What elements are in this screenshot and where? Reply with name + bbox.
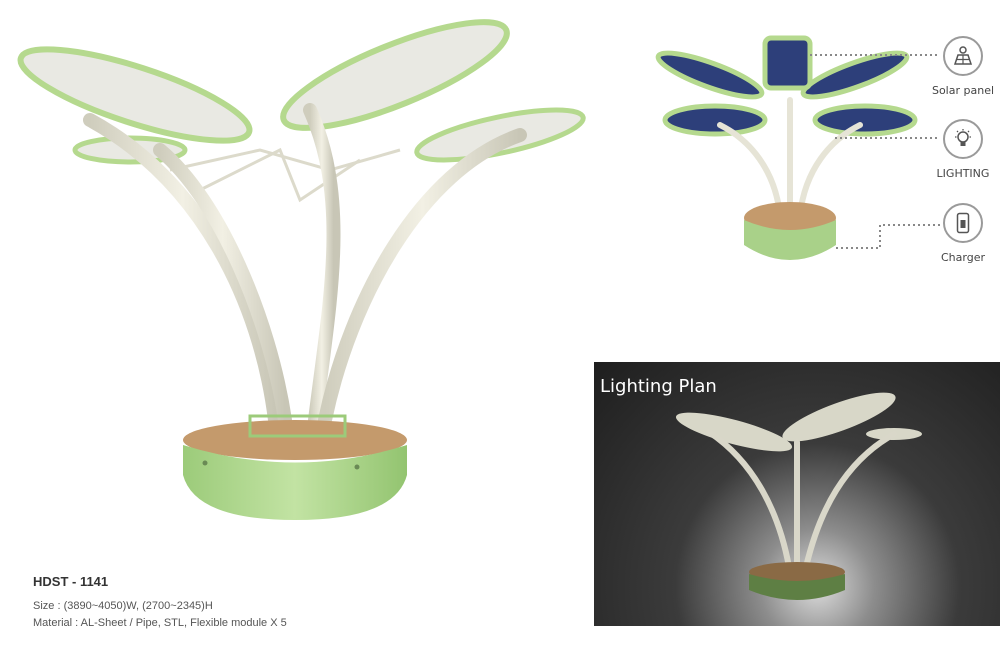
lighting-plan-panel: Lighting Plan bbox=[594, 362, 1000, 626]
wooden-bench-top bbox=[183, 420, 407, 460]
planter-base bbox=[183, 445, 407, 520]
feature-solar-panel: Solar panel bbox=[923, 36, 1000, 97]
inset-base bbox=[744, 220, 836, 260]
feature-lighting: LIGHTING bbox=[923, 119, 1000, 180]
main-product-render bbox=[17, 19, 586, 520]
lightbulb-icon bbox=[943, 119, 983, 159]
product-material: Material : AL-Sheet / Pipe, STL, Flexibl… bbox=[33, 617, 287, 629]
phone-charger-icon bbox=[943, 203, 983, 243]
support-poles bbox=[83, 103, 527, 427]
feature-charger: Charger bbox=[923, 203, 1000, 264]
lighting-plan-title: Lighting Plan bbox=[600, 376, 717, 397]
solar-panel-icon bbox=[943, 36, 983, 76]
pole-ring bbox=[248, 414, 347, 438]
solar-feature-render bbox=[655, 35, 940, 260]
solar-canopy bbox=[655, 35, 918, 137]
feature-label: LIGHTING bbox=[936, 167, 990, 180]
feature-label: Solar panel bbox=[931, 84, 995, 97]
product-code: HDST - 1141 bbox=[33, 574, 109, 589]
feature-label: Charger bbox=[941, 251, 985, 264]
leader-lines bbox=[810, 54, 940, 249]
product-size: Size : (3890~4050)W, (2700~2345)H bbox=[33, 600, 213, 612]
night-render bbox=[675, 392, 922, 600]
inset-bench bbox=[744, 202, 836, 234]
inset-poles bbox=[717, 97, 863, 218]
